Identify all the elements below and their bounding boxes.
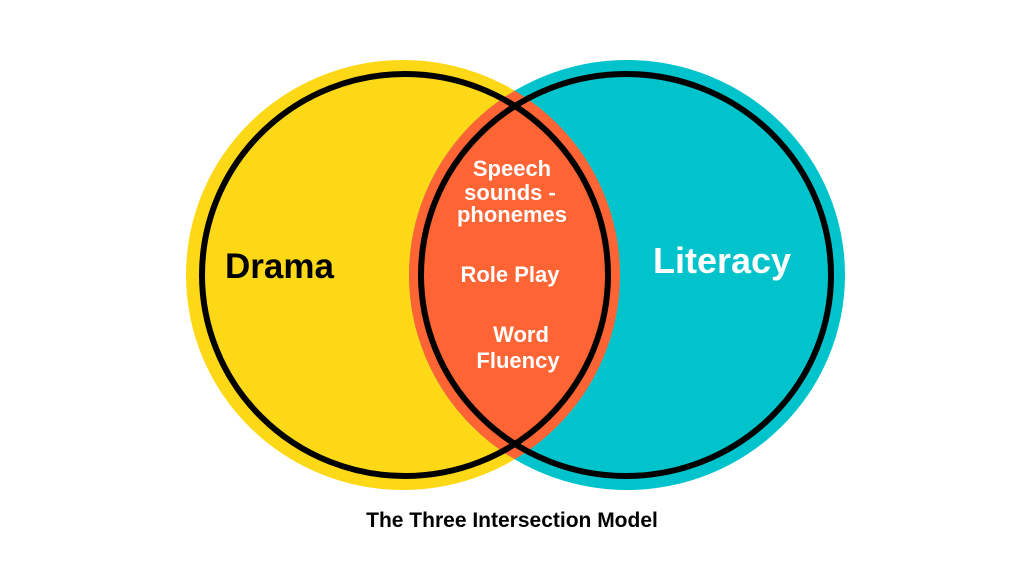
intersection-item-speech-line2: sounds - (464, 180, 556, 205)
intersection-item-speech-line1: Speech (473, 156, 551, 181)
intersection-item-role-play: Role Play (460, 262, 560, 287)
literacy-circle-outline (418, 71, 834, 479)
intersection-item-speech-line3: phonemes (457, 202, 567, 227)
intersection-item-word-fluency-line2: Fluency (476, 348, 560, 373)
intersection-fill (409, 60, 620, 490)
drama-circle-outline (199, 71, 611, 479)
drama-label: Drama (225, 247, 334, 286)
intersection-item-word-fluency-line1: Word (493, 322, 549, 347)
literacy-label: Literacy (653, 240, 791, 281)
diagram-caption: The Three Intersection Model (366, 509, 658, 532)
